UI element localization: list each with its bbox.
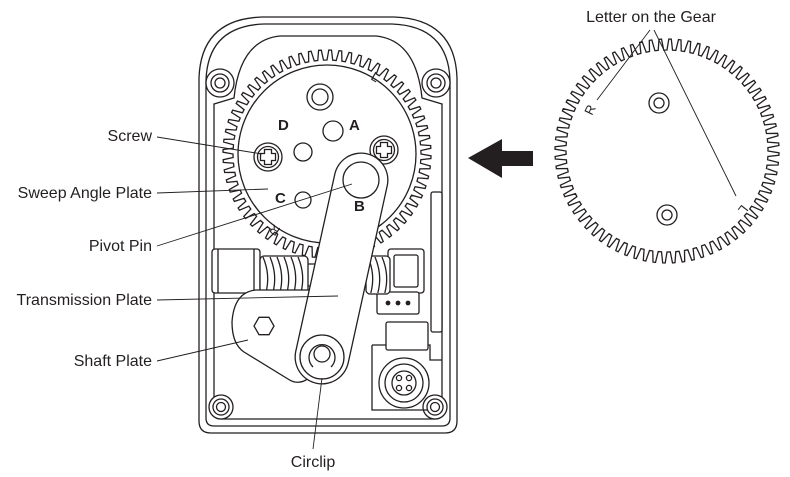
arrow-left-icon — [468, 139, 533, 178]
shaft-plate-hex-hole — [253, 316, 275, 336]
round-connector — [378, 357, 430, 409]
circlip-ring — [308, 344, 336, 368]
leader-letter-r — [596, 29, 651, 101]
label-circlip: Circlip — [291, 454, 336, 471]
detail-gear-hole-top — [648, 92, 670, 114]
terminal-dot — [385, 300, 391, 306]
gear-teeth — [554, 38, 780, 264]
phillips-screw-icon — [253, 142, 283, 172]
transmission-plate — [294, 152, 389, 385]
corner-boss-bottom-right — [422, 394, 448, 420]
worm-thread — [381, 256, 388, 294]
plate-hole-a — [322, 120, 344, 142]
worm-screw-left — [259, 255, 309, 295]
label-pivot-pin: Pivot Pin — [89, 238, 152, 255]
motor-block — [387, 248, 425, 294]
plate-hole-c — [294, 191, 312, 209]
detail-gear-hole-bottom — [656, 204, 678, 226]
label-shaft-plate: Shaft Plate — [74, 353, 152, 370]
leader-screw — [156, 136, 263, 155]
leader-sweep-angle-plate — [156, 188, 269, 194]
connector-pin — [405, 374, 413, 382]
circlip-shaft — [313, 345, 331, 363]
worm-thread — [374, 256, 381, 294]
leader-circlip — [312, 377, 323, 450]
corner-boss-bottom-left — [208, 394, 234, 420]
label-sweep-angle-plate: Sweep Angle Plate — [18, 185, 152, 202]
circlip — [299, 334, 345, 380]
housing-side-rib — [430, 191, 443, 333]
connector-pin — [405, 384, 413, 392]
leader-pivot-pin — [156, 183, 353, 247]
transmission-plate-body — [295, 153, 388, 384]
detail-gear: R L — [554, 38, 780, 264]
label-screw: Screw — [108, 128, 153, 145]
phillips-screw-icon — [369, 135, 399, 165]
plate-letter-c: C — [275, 190, 286, 207]
label-letter-on-gear: Letter on the Gear — [586, 9, 717, 26]
connector-pin — [395, 374, 403, 382]
plate-letter-b: B — [354, 198, 365, 215]
plate-hole-top — [306, 83, 334, 111]
leader-shaft-plate — [156, 339, 249, 362]
motor-housing-inner — [393, 254, 419, 288]
pivot-pin — [342, 161, 380, 199]
worm-bearing-block — [211, 248, 261, 294]
connector-bracket — [385, 321, 429, 351]
label-transmission-plate: Transmission Plate — [17, 292, 153, 309]
plate-letter-d: D — [278, 117, 289, 134]
connector-pin — [395, 384, 403, 392]
terminal-dot — [405, 300, 411, 306]
corner-boss-top-left — [205, 68, 235, 98]
terminal-dot — [395, 300, 401, 306]
corner-boss-top-right — [421, 68, 451, 98]
plate-letter-a: A — [349, 117, 360, 134]
terminal-block — [376, 291, 420, 315]
leader-transmission-plate — [156, 295, 339, 301]
leader-letter-l — [653, 29, 737, 197]
plate-hole-d — [293, 142, 313, 162]
housing-inner-edge — [205, 23, 451, 427]
